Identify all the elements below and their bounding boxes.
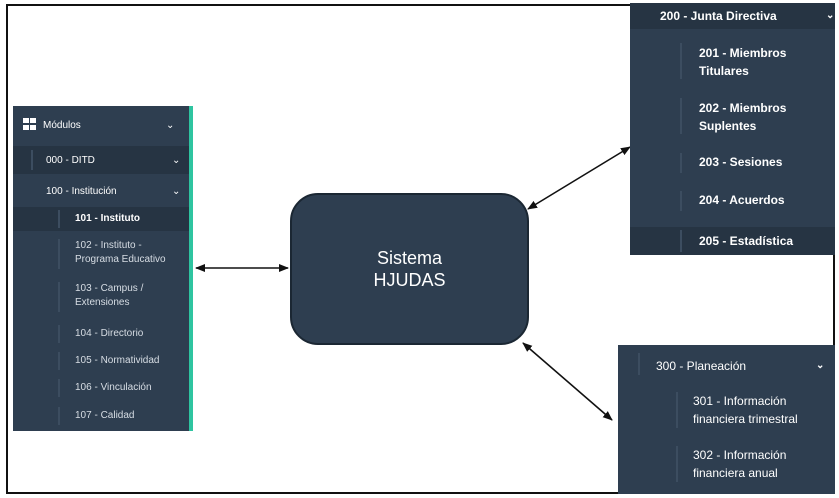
planeacion-menu-panel: 300 - Planeación ⌄ 301 - Información fin…	[618, 345, 835, 494]
menu-item-301[interactable]: 301 - Información financiera trimestral	[618, 389, 835, 431]
indent-bar	[31, 150, 33, 170]
menu-item-201[interactable]: 201 - Miembros Titulares	[630, 41, 835, 81]
menu-item-label: 201 - Miembros Titulares	[699, 46, 787, 78]
menu-item-label: 106 - Vinculación	[75, 382, 152, 393]
menu-item-label: 103 - Campus / Extensiones	[75, 283, 144, 308]
menu-item-205[interactable]: 205 - Estadística	[630, 227, 835, 255]
arrow-center-to-bottom-right	[522, 342, 613, 421]
menu-item-label: 202 - Miembros Suplentes	[699, 101, 787, 133]
menu-item-107[interactable]: 107 - Calidad	[13, 404, 189, 428]
menu-item-203[interactable]: 203 - Sesiones	[630, 151, 835, 175]
menu-item-label: 301 - Información financiera trimestral	[693, 394, 798, 426]
menu-item-label: 302 - Información financiera anual	[693, 448, 787, 480]
menu-item-101[interactable]: 101 - Instituto	[13, 207, 189, 231]
menu-header-label: 300 - Planeación	[656, 359, 747, 373]
indent-bar	[58, 282, 60, 312]
arrow-center-to-top-right	[527, 146, 631, 210]
chevron-down-icon: ⌄	[166, 120, 175, 131]
menu-item-label: 205 - Estadística	[699, 234, 794, 248]
indent-bar	[58, 210, 60, 228]
indent-bar	[58, 352, 60, 370]
windows-grid-icon	[23, 118, 36, 130]
sistema-node: Sistema HJUDAS	[290, 193, 529, 345]
menu-item-105[interactable]: 105 - Normatividad	[13, 349, 189, 373]
indent-bar	[680, 153, 682, 173]
menu-item-label: 105 - Normatividad	[75, 355, 160, 366]
menu-header-200[interactable]: 200 - Junta Directiva ⌄	[630, 3, 835, 29]
indent-bar	[680, 230, 682, 252]
indent-bar	[680, 191, 682, 211]
chevron-down-icon: ⌄	[816, 360, 825, 371]
indent-bar	[676, 446, 678, 482]
menu-item-label: 000 - DITD	[46, 155, 95, 166]
menu-header-300[interactable]: 300 - Planeación ⌄	[618, 345, 835, 383]
chevron-down-icon: ⌄	[826, 10, 835, 21]
indent-bar	[638, 353, 640, 375]
indent-bar	[676, 392, 678, 428]
menu-header-modulos[interactable]: Módulos ⌄	[13, 106, 189, 146]
menu-header-label: Módulos	[43, 120, 81, 131]
indent-bar	[58, 325, 60, 343]
menu-item-106[interactable]: 106 - Vinculación	[13, 376, 189, 400]
menu-item-label: 100 - Institución	[46, 186, 117, 197]
chevron-down-icon: ⌄	[172, 155, 181, 166]
menu-item-label: 203 - Sesiones	[699, 155, 783, 169]
menu-item-000[interactable]: 000 - DITD ⌄	[13, 146, 189, 174]
indent-bar	[680, 43, 682, 79]
menu-item-label: 107 - Calidad	[75, 410, 135, 421]
indent-bar	[58, 407, 60, 425]
indent-bar	[680, 98, 682, 134]
menu-item-104[interactable]: 104 - Directorio	[13, 322, 189, 346]
menu-item-204[interactable]: 204 - Acuerdos	[630, 189, 835, 213]
menu-item-302[interactable]: 302 - Información financiera anual	[618, 443, 835, 485]
menu-header-label: 200 - Junta Directiva	[660, 9, 777, 23]
menu-item-label: 101 - Instituto	[75, 213, 141, 224]
menu-item-label: 104 - Directorio	[75, 328, 144, 339]
chevron-down-icon: ⌄	[172, 186, 181, 197]
indent-bar	[58, 379, 60, 397]
menu-item-202[interactable]: 202 - Miembros Suplentes	[630, 96, 835, 136]
modules-menu-panel: Módulos ⌄ 000 - DITD ⌄ 100 - Institución…	[13, 106, 193, 431]
sistema-label: Sistema HJUDAS	[373, 248, 446, 290]
menu-item-100[interactable]: 100 - Institución ⌄	[13, 180, 189, 204]
menu-item-label: 102 - Instituto - Programa Educativo	[75, 240, 166, 265]
junta-directiva-menu-panel: 200 - Junta Directiva ⌄ 201 - Miembros T…	[630, 3, 835, 255]
menu-item-label: 204 - Acuerdos	[699, 193, 785, 207]
indent-bar	[58, 239, 60, 269]
menu-item-103[interactable]: 103 - Campus / Extensiones	[13, 279, 189, 315]
menu-item-102[interactable]: 102 - Instituto - Programa Educativo	[13, 236, 189, 272]
